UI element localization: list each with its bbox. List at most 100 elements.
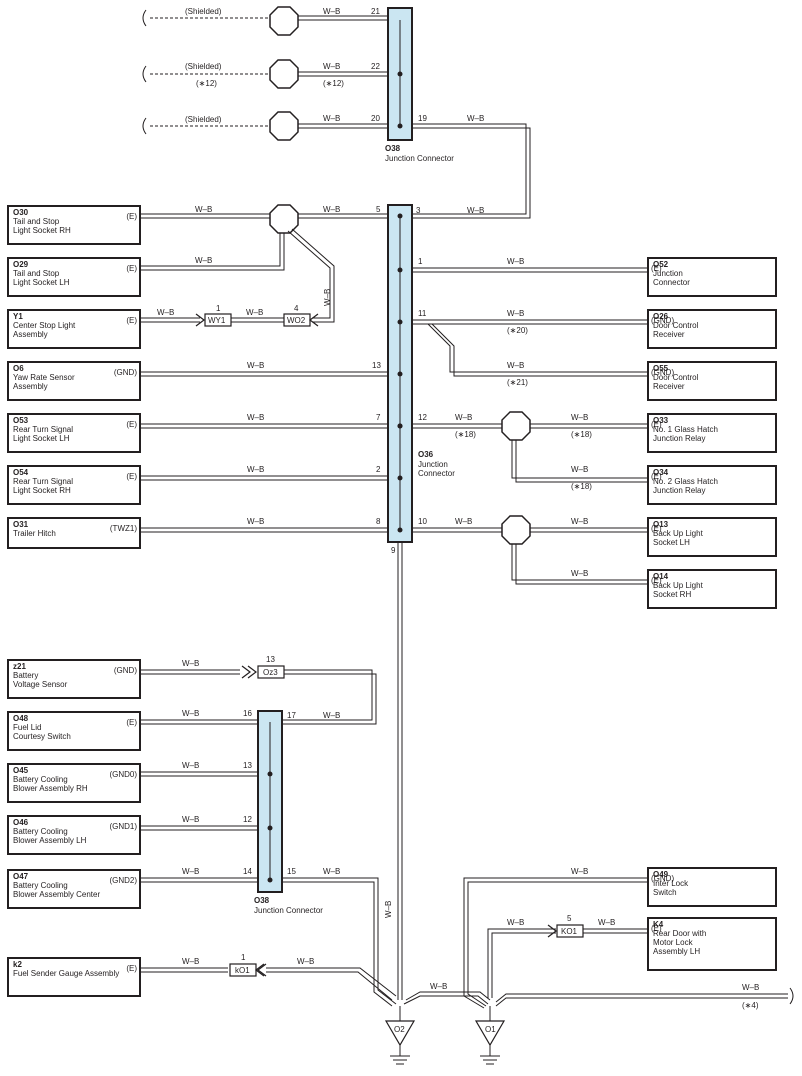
component-pin: (E) — [651, 524, 662, 533]
ground-label: O1 — [485, 1025, 496, 1034]
splice-o30: W–B W–B 5 W–B W–B — [140, 204, 403, 323]
component-pin: (E) — [651, 264, 662, 273]
pin-7: 7 — [376, 413, 381, 422]
wire-label: W–B — [571, 569, 588, 578]
lower-section: W–B Oz3 13 W–B 17 O38 Junction Connector… — [140, 655, 794, 1065]
component-pin: (E) — [651, 924, 662, 933]
component-l1: No. 1 Glass Hatch — [653, 425, 718, 434]
component-pin: (E) — [651, 576, 662, 585]
wire-label: W–B — [571, 867, 588, 876]
wire-label: W–B — [571, 517, 588, 526]
wire-label: W–B — [323, 711, 340, 720]
wire-label: W–B — [742, 983, 759, 992]
connector-label: WY1 — [208, 316, 226, 325]
wire-label: W–B — [323, 62, 340, 71]
component-code: O46 — [13, 818, 29, 827]
component-l2: Assembly — [13, 330, 48, 339]
wire-label: W–B — [507, 918, 524, 927]
junction-code: O36 — [418, 450, 434, 459]
component-l2: Junction Relay — [653, 486, 705, 495]
wire-label: W–B — [246, 308, 263, 317]
component-pin: (GND) — [114, 666, 137, 675]
component-pin: (E) — [126, 264, 137, 273]
ground-o1: O1 — [474, 1020, 506, 1065]
component-code: O55 — [653, 364, 669, 373]
wire-label: W–B — [507, 309, 524, 318]
ground-label: O2 — [394, 1025, 405, 1034]
component-pin: (E) — [651, 420, 662, 429]
component-code: O14 — [653, 572, 669, 581]
pin-15: 15 — [287, 867, 296, 876]
component-code: O6 — [13, 364, 24, 373]
component-pin: (TWZ1) — [110, 524, 137, 533]
wire-label: W–B — [507, 361, 524, 370]
note-18: (∗18) — [571, 430, 592, 439]
pin-1: 1 — [418, 257, 423, 266]
wire-label: W–B — [323, 867, 340, 876]
connector-pin: 5 — [567, 914, 572, 923]
wire-label: W–B — [247, 517, 264, 526]
pin-2: 2 — [376, 465, 381, 474]
shielded-label: (Shielded) — [185, 7, 222, 16]
component-code: O29 — [13, 260, 29, 269]
component-l2: Assembly — [13, 382, 48, 391]
wire-label: W–B — [455, 413, 472, 422]
shielded-label: (Shielded) — [185, 62, 222, 71]
wire-label: W–B — [297, 957, 314, 966]
component-l1: Rear Door with — [653, 929, 706, 938]
component-l1: No. 2 Glass Hatch — [653, 477, 718, 486]
component-pin: (GND1) — [109, 822, 137, 831]
component-pin: (E) — [126, 316, 137, 325]
junction-name: Junction — [418, 460, 448, 469]
component-l3: Assembly LH — [653, 947, 700, 956]
component-l1: Door Control — [653, 321, 699, 330]
component-l2: Switch — [653, 888, 677, 897]
wire-label: W–B — [323, 114, 340, 123]
wire-label: W–B — [182, 815, 199, 824]
component-l2: Light Socket LH — [13, 278, 70, 287]
pin-12: 12 — [243, 815, 252, 824]
component-code: O13 — [653, 520, 669, 529]
note-21: (∗21) — [507, 378, 528, 387]
connector-label: kO1 — [235, 966, 250, 975]
ground-o2: O2 — [384, 1020, 416, 1065]
pin-8: 8 — [376, 517, 381, 526]
component-l1: Back Up Light — [653, 529, 704, 538]
wire-label: W–B — [247, 465, 264, 474]
component-code: Y1 — [13, 312, 23, 321]
junction-name: Junction Connector — [385, 154, 454, 163]
note-4: (∗4) — [742, 1001, 759, 1010]
connector-ko1-right — [556, 924, 584, 938]
pin-16: 16 — [243, 709, 252, 718]
component-code: O31 — [13, 520, 29, 529]
junction-name: Junction Connector — [254, 906, 323, 915]
note-18: (∗18) — [571, 482, 592, 491]
wire-label: W–B — [323, 289, 332, 306]
component-code: O49 — [653, 870, 669, 879]
shielded-section: (Shielded) W–B 21 (Shielded) (∗12) W–B (… — [142, 6, 531, 219]
wire-label: W–B — [571, 465, 588, 474]
wire-label: W–B — [430, 982, 447, 991]
component-code: K4 — [653, 920, 664, 929]
o36-to-ground: 9 — [391, 542, 403, 1000]
component-pin: (E) — [126, 472, 137, 481]
note-12: (∗12) — [323, 79, 344, 88]
connector-pin: 1 — [241, 953, 246, 962]
wire-label: W–B — [467, 114, 484, 123]
pin-9: 9 — [391, 546, 396, 555]
component-l1: Fuel Lid — [13, 723, 41, 732]
component-l2: Courtesy Switch — [13, 732, 71, 741]
